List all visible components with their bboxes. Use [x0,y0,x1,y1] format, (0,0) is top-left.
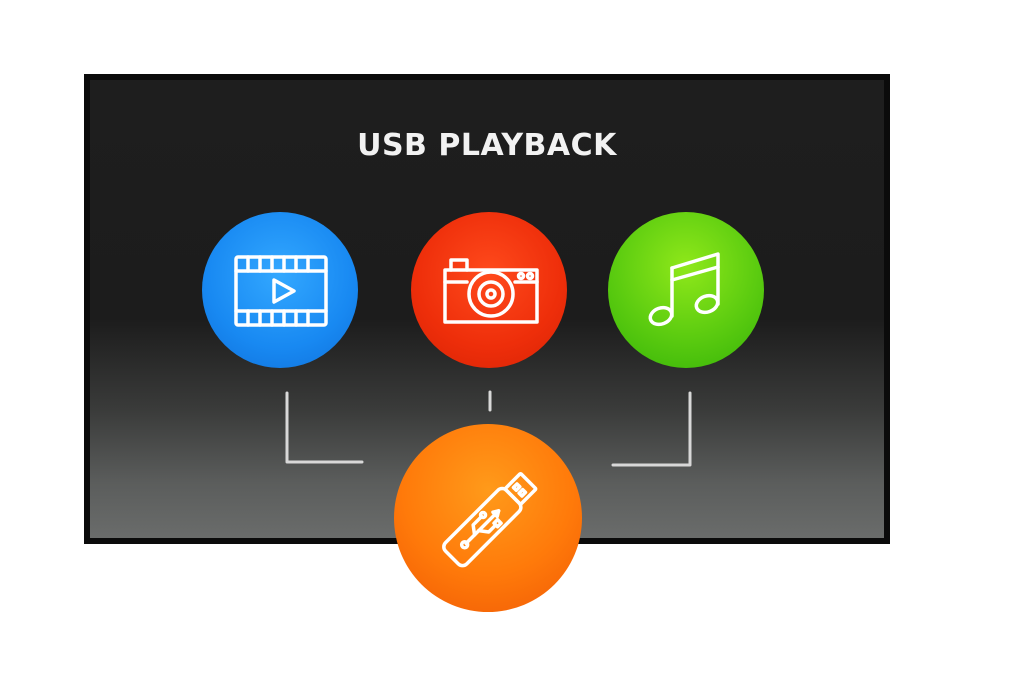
usb-source [394,424,582,612]
usb-drive-icon [442,471,538,568]
video-button[interactable] [202,212,358,368]
music-button[interactable] [608,212,764,368]
page-title: USB PLAYBACK [357,128,617,163]
film-strip-play-icon [234,255,328,327]
music-note-icon [648,252,720,327]
photo-button[interactable] [411,212,567,368]
camera-icon [443,258,539,324]
